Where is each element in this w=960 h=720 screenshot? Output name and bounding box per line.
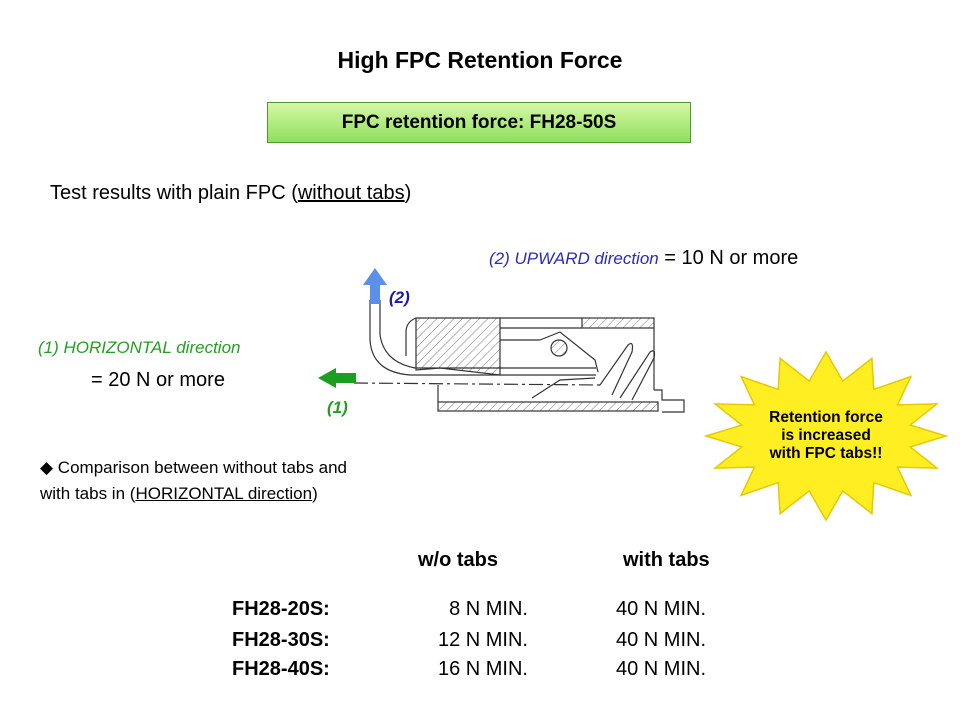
comparison-line-1: Comparison between without tabs and [53, 458, 347, 477]
comparison-line-2-underlined: HORIZONTAL direction [135, 484, 313, 503]
intro-prefix: Test results with plain FPC ( [50, 182, 298, 204]
header-with-tabs: with tabs [623, 549, 710, 571]
callout-line-2: is increased [781, 427, 871, 444]
diamond-bullet-icon: ◆ [40, 458, 54, 477]
slide-title: High FPC Retention Force [337, 47, 623, 73]
arrow-upward-label: (2) [389, 288, 410, 307]
comparison-text: ◆ Comparison between without tabs and wi… [40, 455, 347, 507]
callout-line-3: with FPC tabs!! [769, 445, 883, 462]
upward-result: (2) UPWARD direction = 10 N or more [489, 247, 798, 270]
horizontal-value: = 20 N or more [91, 369, 225, 391]
row-with-value: 40 N MIN. [616, 629, 707, 651]
header-without-tabs: w/o tabs [418, 549, 499, 571]
comparison-line-2-suffix: ) [312, 484, 318, 503]
arrow-horizontal-icon [318, 368, 356, 388]
row-model: FH28-30S: [232, 629, 330, 651]
row-without-value: 12 N MIN. [437, 629, 528, 651]
connector-housing [405, 317, 685, 413]
intro-text: Test results with plain FPC (without tab… [50, 182, 411, 205]
row-without-value: 8 N MIN. [449, 598, 528, 620]
fpc-cable [353, 300, 601, 386]
callout-text: Retention force is increased with FPC ta… [705, 409, 947, 463]
row-with-value: 40 N MIN. [616, 598, 707, 620]
arrow-upward-icon [363, 268, 387, 304]
upward-label: (2) UPWARD direction [489, 249, 659, 268]
subtitle-box: FPC retention force: FH28-50S [267, 102, 691, 143]
intro-underlined: without tabs [297, 182, 405, 204]
upward-value: = 10 N or more [658, 247, 799, 269]
row-model: FH28-40S: [232, 658, 330, 680]
callout-line-1: Retention force [769, 409, 883, 426]
row-with-value: 40 N MIN. [616, 658, 707, 680]
row-model: FH28-20S: [232, 598, 330, 620]
starburst-callout [703, 350, 949, 522]
intro-suffix: ) [404, 182, 412, 204]
arrow-horizontal-label: (1) [327, 398, 348, 417]
horizontal-label: (1) HORIZONTAL direction [38, 338, 241, 357]
comparison-line-2-prefix: with tabs in ( [40, 484, 136, 503]
row-without-value: 16 N MIN. [437, 658, 528, 680]
